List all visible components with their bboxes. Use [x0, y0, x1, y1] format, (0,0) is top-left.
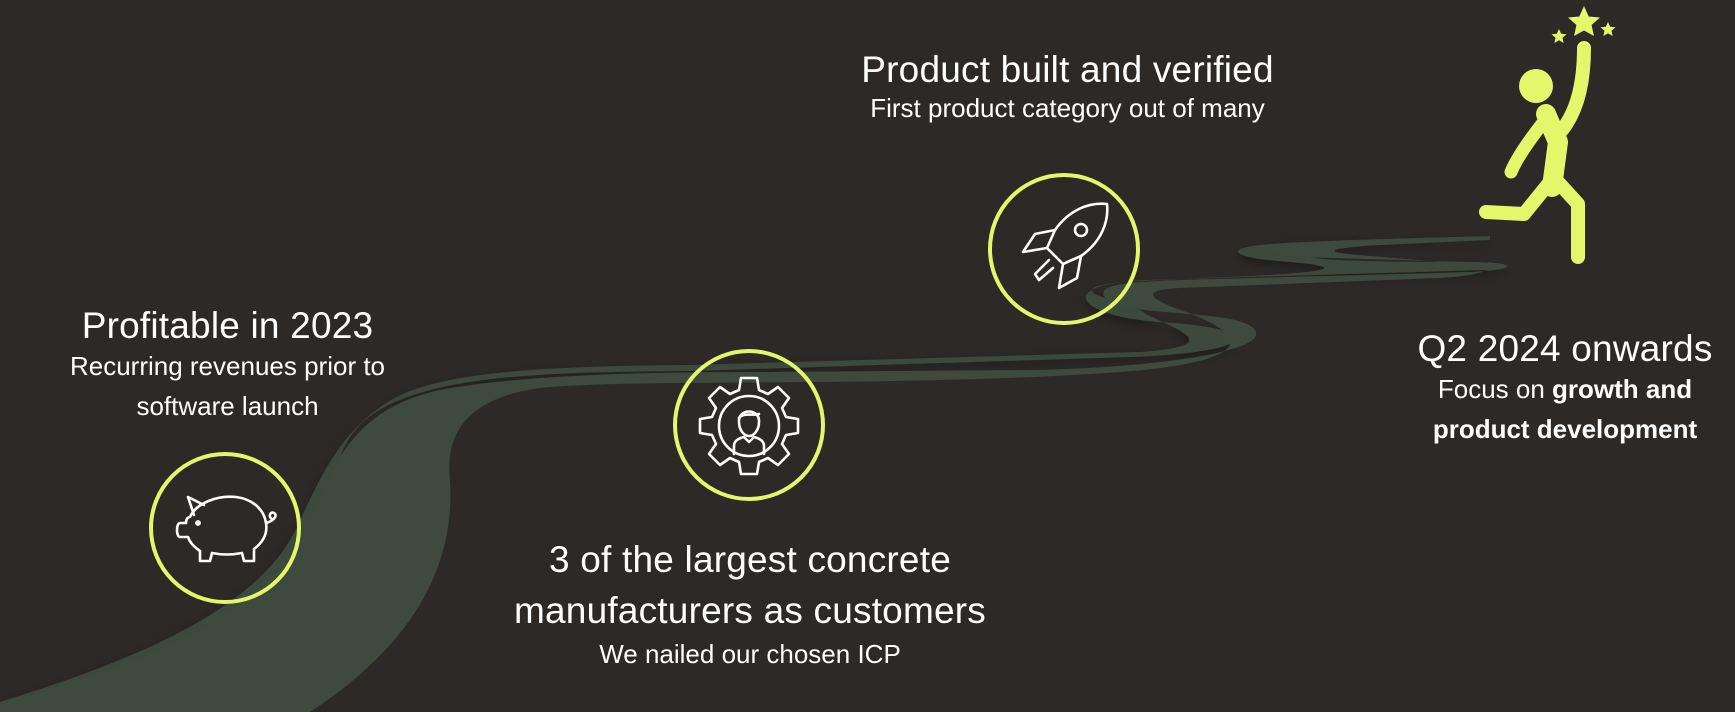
milestone-subtitle-line2: software launch: [136, 391, 319, 421]
star-icon: [1551, 29, 1567, 43]
piggy-bank-icon: [175, 495, 277, 563]
milestone-q2-2024: Q2 2024 onwards Focus on growth and prod…: [1395, 327, 1735, 449]
milestone-title-line1: 3 of the largest concrete: [549, 539, 951, 580]
reaching-stars-person-icon: [1479, 6, 1616, 264]
milestone-subtitle-line2: product development: [1395, 409, 1735, 449]
milestone-title: Q2 2024 onwards: [1417, 328, 1713, 369]
subtitle-bold-2: product development: [1432, 414, 1698, 444]
gear-person-icon: [698, 376, 800, 476]
rocket-icon-badge: [988, 173, 1140, 325]
star-icon: [1600, 22, 1616, 36]
subtitle-bold-1: growth and: [1552, 374, 1693, 404]
piggy-bank-icon-badge: [149, 452, 301, 604]
subtitle-prefix: Focus on: [1437, 374, 1553, 404]
gear-person-icon-badge: [673, 349, 825, 501]
road-body: [0, 237, 1508, 712]
road-shape: [0, 236, 1506, 712]
milestone-title: Product built and verified: [861, 49, 1274, 90]
milestone-profitable: Profitable in 2023 Recurring revenues pr…: [20, 304, 435, 426]
milestone-product-built: Product built and verified First product…: [790, 48, 1345, 128]
milestone-title-line2: manufacturers as customers: [514, 590, 986, 631]
rocket-icon: [1021, 202, 1109, 290]
milestone-subtitle-line1: Recurring revenues prior to: [69, 351, 386, 381]
milestone-subtitle: First product category out of many: [870, 93, 1265, 123]
milestone-customers: 3 of the largest concrete manufacturers …: [460, 534, 1040, 674]
milestone-title: Profitable in 2023: [81, 305, 374, 346]
milestone-subtitle: We nailed our chosen ICP: [599, 639, 901, 669]
star-icon: [1568, 6, 1600, 36]
milestone-subtitle: Focus on growth and: [1395, 369, 1735, 409]
